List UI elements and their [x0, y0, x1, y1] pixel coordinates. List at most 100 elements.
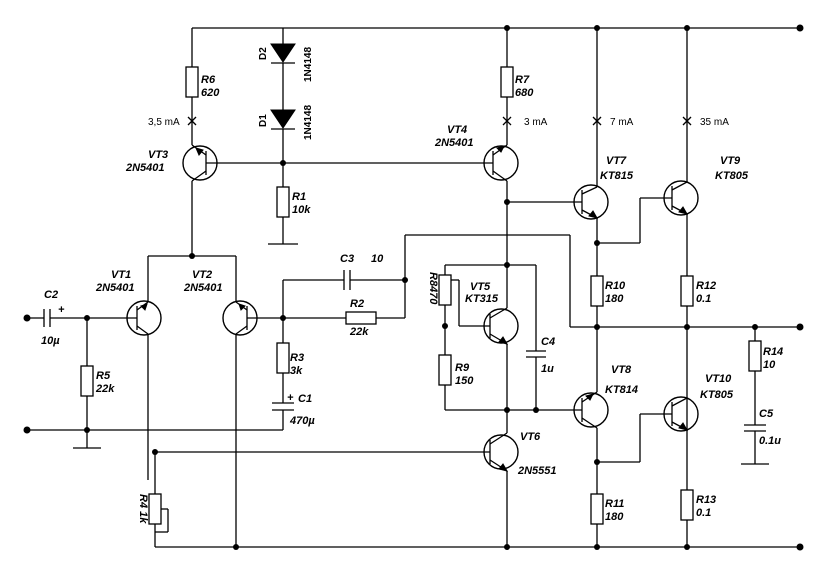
r12-value: 0.1: [696, 293, 711, 305]
vt3-name: VT3: [148, 149, 168, 161]
vt8-transistor: [573, 391, 609, 494]
vt1-name: VT1: [111, 269, 131, 281]
vt6-type: 2N5551: [517, 465, 557, 477]
c2-capacitor: [43, 309, 137, 327]
vt7-current-marker: [592, 116, 602, 126]
vt10-type: KT805: [700, 389, 734, 401]
r6-value: 620: [201, 87, 220, 99]
vt7-name: VT7: [606, 155, 627, 167]
vt4-type: 2N5401: [434, 137, 474, 149]
vt9-transistor: [663, 180, 699, 276]
vt8-name: VT8: [611, 364, 632, 376]
r1-value: 10k: [292, 204, 311, 216]
vt2-transistor: [222, 300, 283, 550]
d1-diode: [270, 109, 296, 187]
c1-name: C1: [298, 393, 312, 405]
vt4-name: VT4: [447, 124, 467, 136]
r11-name: R11: [605, 498, 624, 510]
d2-diode: [270, 28, 296, 110]
c3-name: C3: [340, 253, 354, 265]
r12-name: R12: [696, 280, 716, 292]
r14-resistor: [748, 340, 762, 372]
d1-type: 1N4148: [303, 105, 314, 140]
ground-line: [23, 426, 283, 449]
r9-name: R9: [455, 362, 470, 374]
r6-name: R6: [201, 74, 216, 86]
vt9-current: 35 mA: [700, 117, 729, 128]
d1-name: D1: [258, 114, 269, 127]
c2-name: C2: [44, 289, 58, 301]
vt3-transistor: [182, 144, 283, 256]
vt5-name: VT5: [470, 281, 491, 293]
vt7-type: KT815: [600, 170, 634, 182]
r5-resistor: [80, 365, 94, 397]
vt9-current-marker: [682, 116, 692, 126]
vt3-current: 3,5 mA: [148, 117, 180, 128]
c1-value: 470µ: [289, 415, 315, 427]
r5-value: 22k: [95, 383, 115, 395]
r13-value: 0.1: [696, 507, 711, 519]
r1-resistor: [276, 186, 290, 218]
vt4-current: 3 mA: [524, 117, 548, 128]
r2-name: R2: [350, 298, 364, 310]
r2-value: 22k: [349, 326, 369, 338]
c5-value: 0.1u: [759, 435, 781, 447]
c3-capacitor: [343, 270, 405, 290]
r11-resistor: [590, 493, 604, 525]
vt6-name: VT6: [520, 431, 541, 443]
r7-name: R7: [515, 74, 530, 86]
feedback-wire: [402, 234, 571, 327]
c4-name: C4: [541, 336, 555, 348]
c4-value: 1u: [541, 363, 554, 375]
bottom-rail: [155, 543, 804, 551]
r10-resistor: [590, 275, 604, 307]
c2-plus: +: [58, 304, 65, 316]
r1-ground: [268, 217, 298, 245]
r12-resistor: [680, 275, 694, 307]
top-rail: [192, 24, 804, 32]
r5-name: R5: [96, 370, 111, 382]
r13-resistor: [680, 489, 694, 521]
r2-resistor: [345, 311, 377, 325]
c4-capacitor: [526, 265, 546, 410]
input-terminal: [23, 314, 44, 322]
vt2-type: 2N5401: [183, 282, 223, 294]
r14-name: R14: [763, 346, 783, 358]
output-node: [570, 323, 804, 331]
r9-resistor: [438, 354, 452, 386]
r8-resistor: [438, 274, 452, 306]
vt1-type: 2N5401: [95, 282, 135, 294]
c1-capacitor: [272, 402, 294, 430]
r4-resistor: [148, 493, 162, 525]
r14-value: 10: [763, 359, 776, 371]
d2-type: 1N4148: [303, 47, 314, 82]
r10-name: R10: [605, 280, 626, 292]
r8-label: R8470: [427, 272, 439, 305]
vt7-transistor: [573, 184, 609, 276]
vt5-transistor: [483, 302, 519, 433]
vt10-name: VT10: [705, 373, 732, 385]
vt6-transistor: [155, 432, 519, 550]
r13-name: R13: [696, 494, 716, 506]
r7-resistor: [500, 66, 514, 98]
vt9-type: KT805: [715, 170, 749, 182]
vt4-current-marker: [502, 116, 512, 126]
r3-resistor: [276, 342, 290, 374]
r4-label: R4 1k: [137, 494, 149, 524]
vt4-transistor: [483, 144, 519, 302]
vt7-current: 7 mA: [610, 117, 634, 128]
r3-value: 3k: [290, 365, 303, 377]
vt9-name: VT9: [720, 155, 741, 167]
vt2-name: VT2: [192, 269, 212, 281]
vt3-type: 2N5401: [125, 162, 165, 174]
vt10-transistor: [663, 396, 699, 432]
r1-name: R1: [292, 191, 306, 203]
c1-plus: +: [287, 392, 294, 404]
vt8-type: KT814: [605, 384, 638, 396]
vt3-current-marker: [187, 116, 197, 126]
c2-value: 10µ: [41, 335, 60, 347]
c3-value: 10: [371, 253, 384, 265]
c5-name: C5: [759, 408, 774, 420]
r11-value: 180: [605, 511, 624, 523]
